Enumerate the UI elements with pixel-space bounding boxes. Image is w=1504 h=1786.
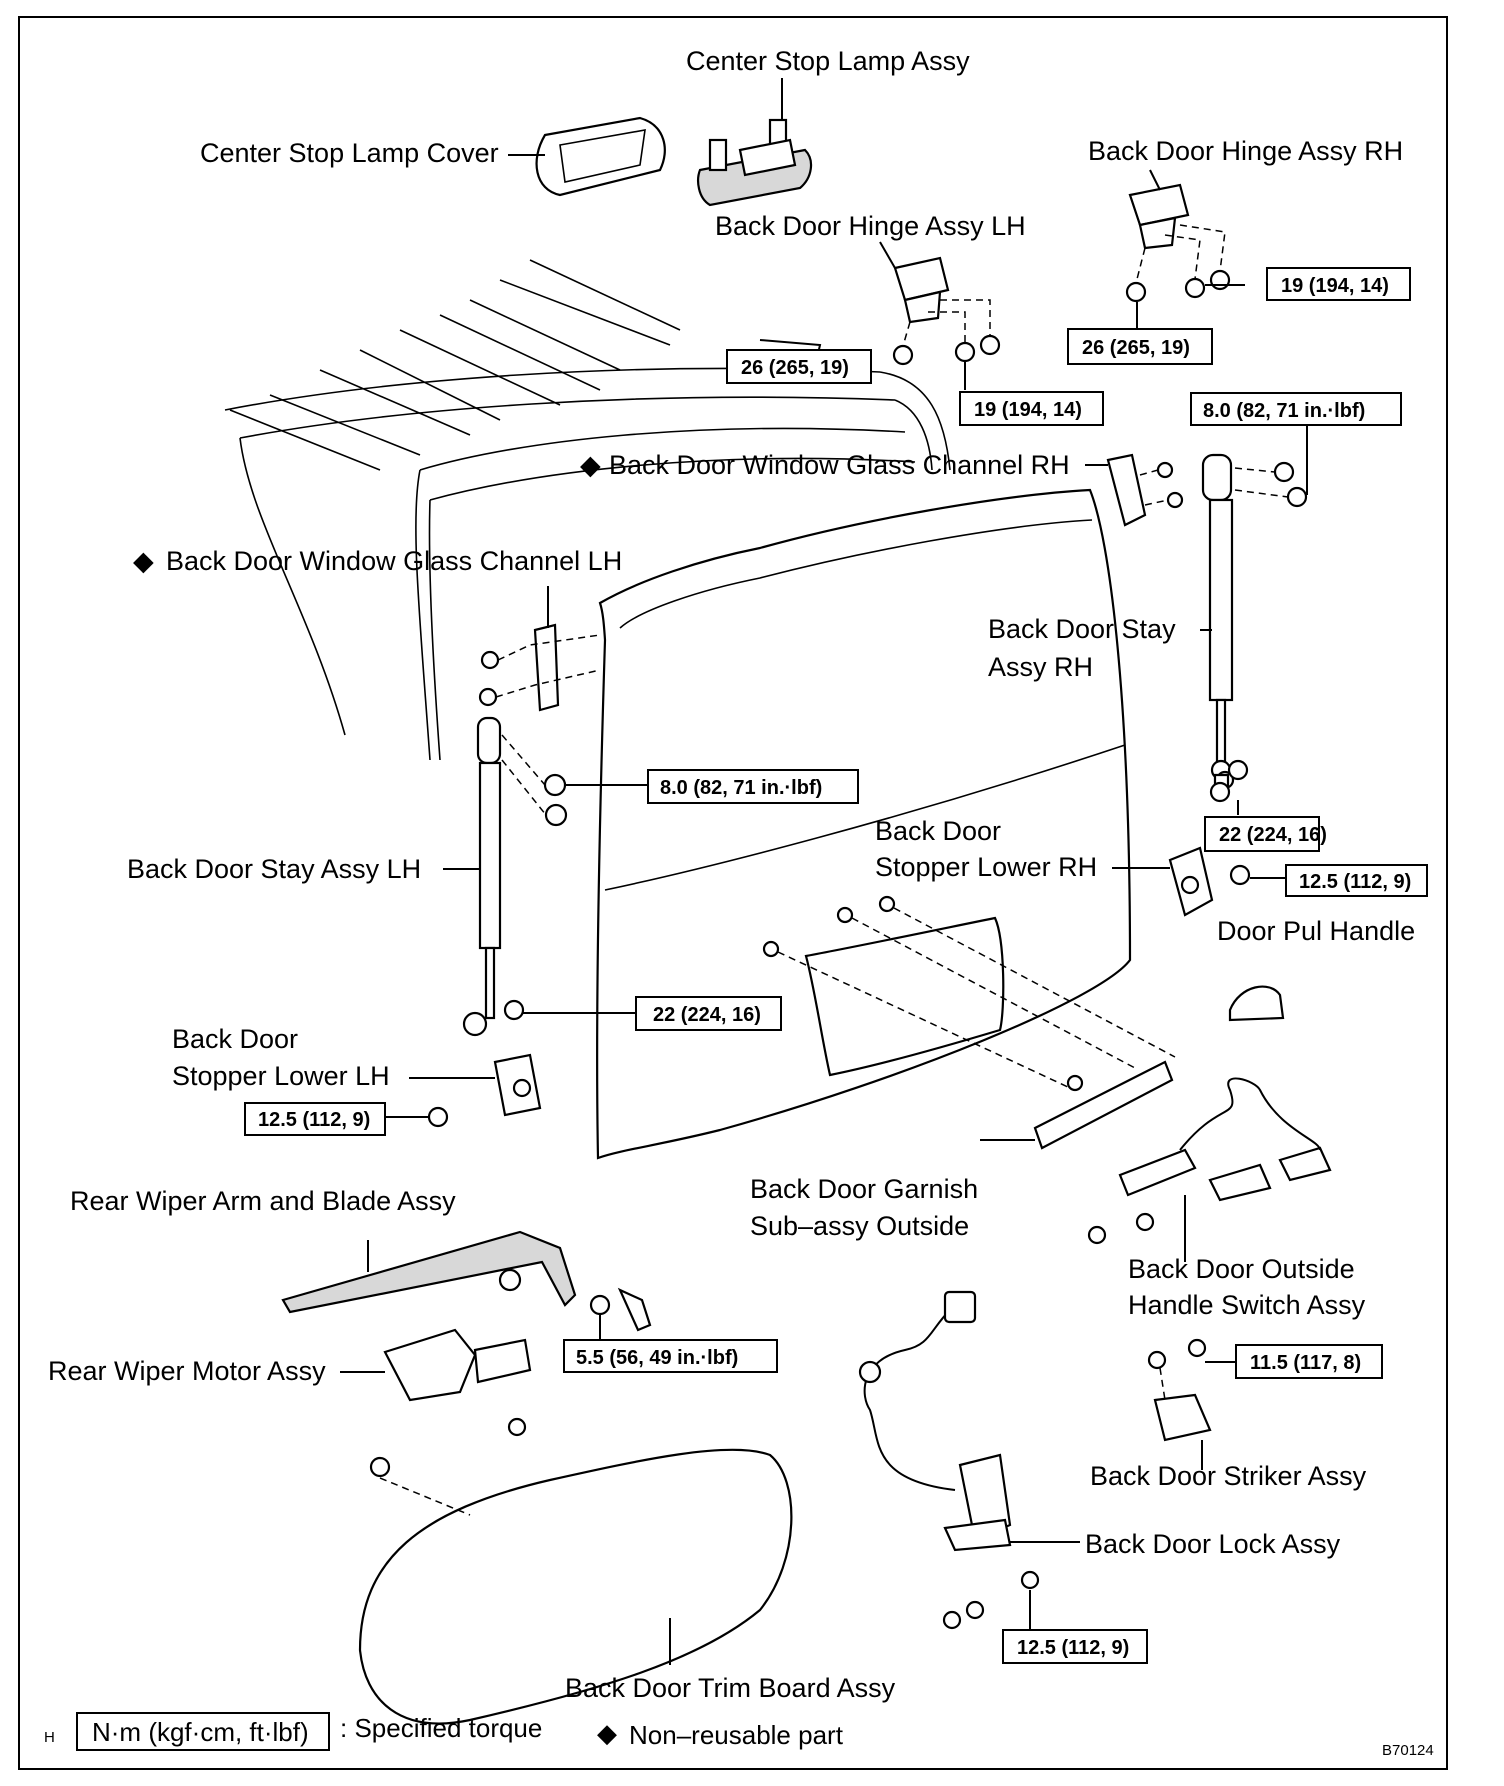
torque-stay-rh-top: 8.0 (82, 71 in.·lbf)	[1190, 392, 1402, 426]
label-hinge-lh: Back Door Hinge Assy LH	[715, 211, 1026, 241]
legend-diamond-text: Non–reusable part	[629, 1720, 844, 1750]
label-lock: Back Door Lock Assy	[1085, 1529, 1341, 1559]
stay-rh	[1201, 453, 1308, 803]
center-stop-lamp-assy	[697, 118, 813, 207]
label-stopper-rh-line1: Back Door	[875, 816, 1001, 846]
legend-unit-text: : Specified torque	[340, 1713, 542, 1743]
stay-lh	[462, 716, 568, 1037]
torque-lock: 12.5 (112, 9)	[1002, 1629, 1148, 1664]
torque-hinge-rh-nut: 26 (265, 19)	[1067, 328, 1213, 365]
torque-stopper-lh: 12.5 (112, 9)	[244, 1102, 386, 1136]
legend-unit-box: N·m (kgf·cm, ft·lbf)	[92, 1717, 309, 1747]
leader-lines	[340, 78, 1308, 1665]
label-outside-handle-line1: Back Door Outside	[1128, 1254, 1355, 1284]
striker-assy	[1147, 1338, 1212, 1442]
wiper-motor	[383, 1328, 532, 1437]
torque-hinge-lh-bolt: 19 (194, 14)	[959, 391, 1104, 426]
stopper-lh	[427, 1053, 542, 1128]
svg-text:12.5 (112, 9): 12.5 (112, 9)	[1299, 871, 1411, 893]
diamond-channel-rh: ◆	[580, 450, 601, 480]
label-stay-lh: Back Door Stay Assy LH	[127, 854, 421, 884]
svg-text:19 (194, 14): 19 (194, 14)	[1281, 275, 1389, 297]
label-channel-lh: Back Door Window Glass Channel LH	[166, 546, 622, 576]
window-fasteners	[762, 895, 1176, 1089]
torque-hinge-rh-bolt: 19 (194, 14)	[1266, 267, 1411, 301]
label-stopper-rh-line2: Stopper Lower RH	[875, 852, 1097, 882]
torque-stay-rh-bottom: 22 (224, 16)	[1204, 816, 1327, 852]
back-door-panel	[595, 488, 1132, 1160]
label-stopper-lh-line2: Stopper Lower LH	[172, 1061, 390, 1091]
svg-text:11.5 (117, 8): 11.5 (117, 8)	[1250, 1352, 1361, 1374]
stopper-rh	[1168, 846, 1251, 917]
torque-hinge-lh-nut: 26 (265, 19)	[726, 349, 872, 384]
svg-text:12.5 (112, 9): 12.5 (112, 9)	[258, 1109, 370, 1131]
lock-assy	[858, 1290, 1040, 1630]
wiper-arm	[281, 1230, 652, 1332]
svg-text:26 (265, 19): 26 (265, 19)	[1082, 337, 1190, 359]
svg-text:22 (224, 16): 22 (224, 16)	[653, 1004, 761, 1026]
label-hinge-rh: Back Door Hinge Assy RH	[1088, 136, 1403, 166]
label-stopper-lh-line1: Back Door	[172, 1024, 298, 1054]
channel-lh	[478, 623, 601, 712]
svg-text:5.5 (56, 49 in.·lbf): 5.5 (56, 49 in.·lbf)	[576, 1347, 738, 1369]
label-stay-rh-line1: Back Door Stay	[988, 614, 1176, 644]
torque-stay-lh-bottom: 22 (224, 16)	[635, 996, 782, 1031]
door-pull-handle	[1228, 985, 1285, 1022]
center-stop-lamp-cover	[535, 116, 666, 197]
label-wiper-arm: Rear Wiper Arm and Blade Assy	[70, 1186, 456, 1216]
torque-stay-lh-top: 8.0 (82, 71 in.·lbf)	[647, 769, 859, 804]
label-striker: Back Door Striker Assy	[1090, 1461, 1367, 1491]
label-outside-handle-line2: Handle Switch Assy	[1128, 1290, 1366, 1320]
legend: H N·m (kgf·cm, ft·lbf) : Specified torqu…	[44, 1712, 1434, 1759]
garnish	[1033, 1060, 1174, 1150]
svg-text:8.0 (82, 71 in.·lbf): 8.0 (82, 71 in.·lbf)	[660, 777, 822, 799]
torque-wiper-nut: 5.5 (56, 49 in.·lbf)	[563, 1339, 778, 1373]
label-center-stop-lamp-assy: Center Stop Lamp Assy	[686, 46, 970, 76]
label-wiper-motor: Rear Wiper Motor Assy	[48, 1356, 326, 1386]
svg-text:12.5 (112, 9): 12.5 (112, 9)	[1017, 1637, 1129, 1659]
figure-id: B70124	[1382, 1742, 1434, 1759]
diagram-frame	[18, 16, 1448, 1770]
trim-board	[358, 1448, 793, 1725]
label-channel-rh: Back Door Window Glass Channel RH	[609, 450, 1070, 480]
legend-code: H	[44, 1729, 55, 1746]
torque-striker: 11.5 (117, 8)	[1235, 1344, 1383, 1379]
svg-text:22 (224, 16): 22 (224, 16)	[1219, 824, 1327, 846]
hinge-rh	[1125, 183, 1231, 303]
label-stay-rh-line2: Assy RH	[988, 652, 1093, 682]
label-door-pull-handle: Door Pul Handle	[1217, 916, 1415, 946]
label-trim-board: Back Door Trim Board Assy	[565, 1673, 896, 1703]
svg-text:26 (265, 19): 26 (265, 19)	[741, 357, 849, 379]
label-garnish-line2: Sub–assy Outside	[750, 1211, 969, 1241]
label-garnish-line1: Back Door Garnish	[750, 1174, 978, 1204]
svg-text:8.0 (82, 71 in.·lbf): 8.0 (82, 71 in.·lbf)	[1203, 400, 1365, 422]
channel-rh	[1106, 453, 1184, 527]
torque-stopper-rh: 12.5 (112, 9)	[1285, 864, 1428, 897]
hinge-lh	[892, 256, 1001, 366]
legend-diamond: ◆	[597, 1718, 617, 1748]
outside-handle-switch	[1087, 1077, 1332, 1245]
svg-text:19 (194, 14): 19 (194, 14)	[974, 399, 1082, 421]
diamond-channel-lh: ◆	[133, 546, 154, 576]
label-center-stop-lamp-cover: Center Stop Lamp Cover	[200, 138, 499, 168]
